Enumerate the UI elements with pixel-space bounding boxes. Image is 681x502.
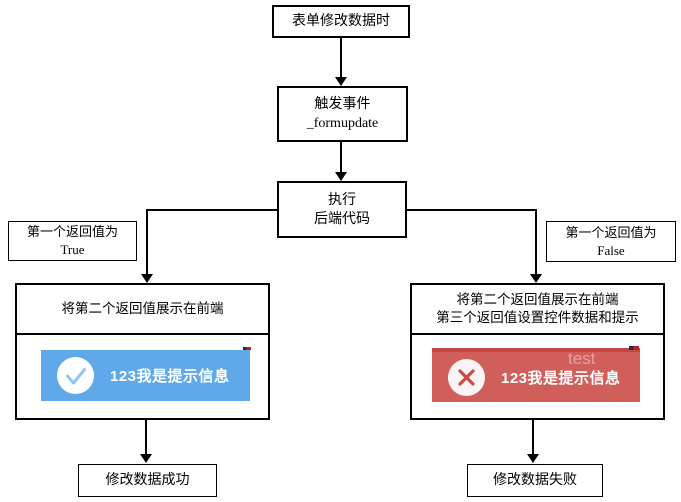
right-result-title-line1: 将第二个返回值展示在前端 <box>456 292 619 307</box>
node-execute-backend-line1: 执行 <box>328 192 356 208</box>
node-form-update: 表单修改数据时 <box>272 5 410 38</box>
left-result-title: 将第二个返回值展示在前端 <box>17 285 268 335</box>
node-trigger-event-line2: _formupdate <box>306 116 379 131</box>
arrowhead-trigger <box>335 77 347 86</box>
connector-right-fail <box>532 420 534 454</box>
label-branch-false: 第一个返回值为 False <box>546 221 676 262</box>
label-branch-false-line1: 第一个返回值为 <box>565 224 657 240</box>
node-form-update-label: 表单修改数据时 <box>292 14 390 29</box>
node-trigger-event-line1: 触发事件 <box>314 97 371 112</box>
connector-branch-right-h <box>407 209 536 211</box>
arrowhead-execute <box>335 172 347 181</box>
node-success-label: 修改数据成功 <box>105 472 190 488</box>
connector-trigger-execute <box>340 142 342 172</box>
node-execute-backend-line2: 后端代码 <box>314 211 370 227</box>
error-toast: 123我是提示信息 <box>432 348 640 402</box>
error-toast-message: 123我是提示信息 <box>501 369 621 387</box>
check-circle-icon <box>57 357 94 394</box>
connector-branch-left-h <box>147 209 277 211</box>
connector-branch-left-v <box>146 209 148 274</box>
success-toast-message: 123我是提示信息 <box>110 368 230 385</box>
connector-left-success <box>145 420 147 454</box>
arrowhead-right-result <box>530 274 542 283</box>
node-success: 修改数据成功 <box>78 464 217 497</box>
watermark-artifact-left <box>243 347 251 350</box>
arrowhead-left-result <box>141 274 153 283</box>
label-branch-true-line1: 第一个返回值为 <box>26 224 118 239</box>
node-fail-label: 修改数据失败 <box>493 472 577 488</box>
right-result-title: 将第二个返回值展示在前端 第三个返回值设置控件数据和提示 <box>412 285 663 335</box>
label-branch-true-line2: True <box>60 242 85 257</box>
arrowhead-success <box>140 454 152 463</box>
left-result-title-text: 将第二个返回值展示在前端 <box>61 301 224 316</box>
connector-start-trigger <box>340 38 342 77</box>
right-result-title-line2: 第三个返回值设置控件数据和提示 <box>436 310 639 325</box>
x-circle-icon <box>448 358 485 396</box>
watermark-artifact-right <box>629 346 639 350</box>
label-branch-true: 第一个返回值为 True <box>8 221 137 261</box>
connector-branch-right-v <box>535 209 537 274</box>
node-fail: 修改数据失败 <box>467 464 603 497</box>
arrowhead-fail <box>527 454 539 463</box>
node-execute-backend: 执行 后端代码 <box>277 181 407 238</box>
node-trigger-event: 触发事件 _formupdate <box>277 86 408 142</box>
success-toast: 123我是提示信息 <box>41 350 250 401</box>
label-branch-false-line2: False <box>597 242 625 258</box>
